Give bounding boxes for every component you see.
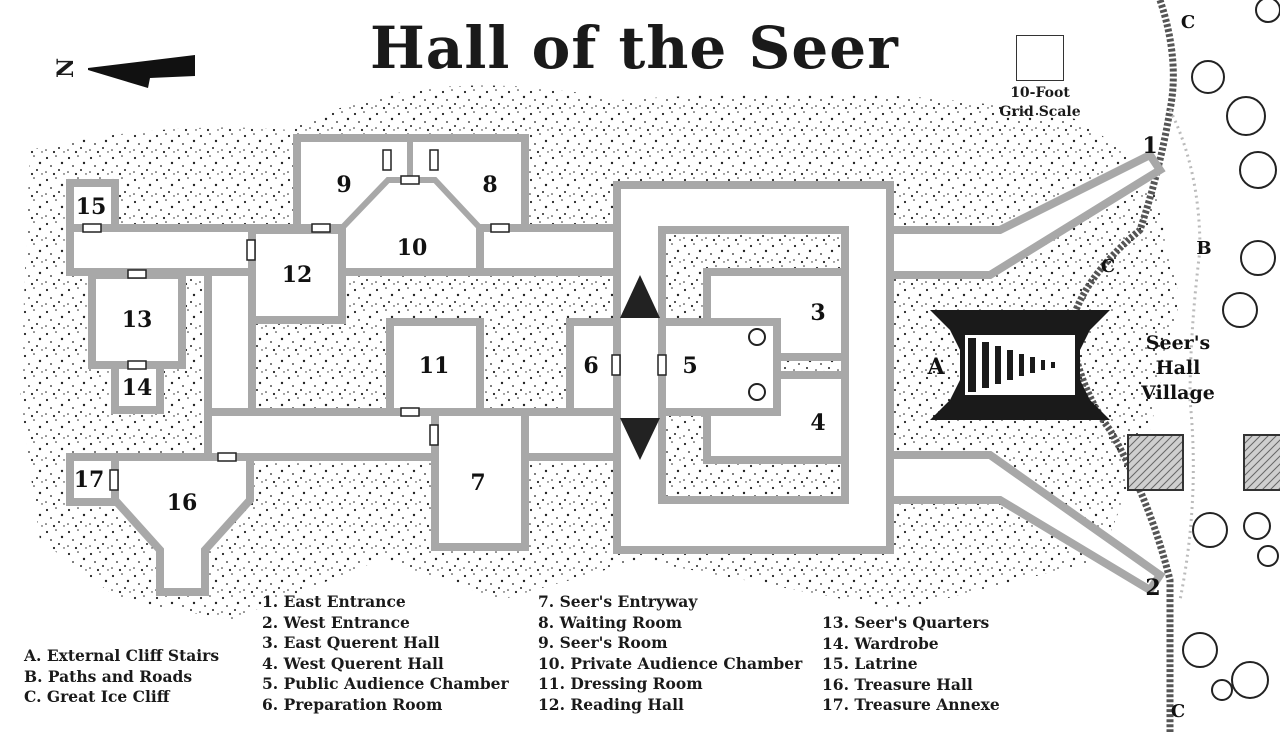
road [1168, 109, 1202, 601]
legend-rooms-col3: 13. Seer's Quarters 14. Wardrobe 15. Lat… [822, 613, 1000, 716]
village-label-line3: Village [1140, 382, 1215, 404]
legend-item: 7. Seer's Entryway [538, 592, 698, 611]
legend-item: 12. Reading Hall [538, 694, 684, 714]
legend-features: A. External Cliff Stairs B. Paths and Ro… [24, 646, 219, 708]
room-13-label: 13 [122, 307, 153, 333]
feature-b-label: B [1196, 238, 1211, 259]
pillars [748, 328, 766, 401]
legend-item: A. External Cliff Stairs [24, 646, 220, 665]
room-11-label: 11 [419, 353, 450, 379]
map-title: Hall of the Seer [370, 14, 899, 82]
room-8-label: 8 [482, 172, 497, 198]
legend-item: 3. East Querent Hall [262, 633, 440, 653]
legend-item: 2. West Entrance [262, 612, 410, 632]
legend-item: 15. Latrine [822, 654, 918, 674]
legend-item: C. Great Ice Cliff [24, 687, 170, 707]
room-17-label: 17 [74, 467, 105, 493]
village-label-line1: Seer's [1146, 332, 1210, 354]
room-14-label: 14 [122, 375, 153, 401]
legend-item: 8. Waiting Room [538, 612, 683, 632]
legend-item: 5. Public Audience Chamber [262, 674, 509, 694]
room-3-label: 3 [810, 300, 825, 326]
legend-item: 14. Wardrobe [822, 633, 939, 653]
legend-item: 4. West Querent Hall [262, 653, 444, 673]
legend-item: 16. Treasure Hall [822, 674, 973, 694]
room-4-label: 4 [810, 410, 825, 436]
scale-label-line1: 10-Foot [1010, 85, 1070, 101]
stair-triangles [620, 275, 660, 460]
room-6-label: 6 [583, 353, 598, 379]
feature-c-label-mid: C [1101, 256, 1115, 277]
room-9-label: 9 [336, 172, 351, 198]
feature-c-label-top: C [1181, 12, 1195, 33]
legend-item: 10. Private Audience Chamber [538, 653, 803, 673]
trees [1182, 0, 1280, 701]
legend-item: 6. Preparation Room [262, 694, 443, 714]
external-stairs [930, 310, 1110, 420]
room-15-label: 15 [76, 194, 107, 220]
room-16-label: 16 [167, 490, 198, 516]
room-2-label: 2 [1145, 575, 1160, 601]
legend-item: 1. East Entrance [262, 592, 406, 611]
room-12-label: 12 [282, 262, 313, 288]
legend-item: 13. Seer's Quarters [822, 613, 990, 632]
room-5-label: 5 [682, 353, 697, 379]
village-houses [1127, 434, 1280, 491]
legend-item: 11. Dressing Room [538, 674, 703, 694]
room-10-label: 10 [397, 235, 428, 261]
legend-item: B. Paths and Roads [24, 666, 193, 686]
feature-c-label-bottom: C [1171, 701, 1185, 722]
legend-rooms-col1: 1. East Entrance 2. West Entrance 3. Eas… [262, 592, 509, 716]
room-1-label: 1 [1142, 133, 1157, 159]
feature-a-label: A [926, 354, 945, 380]
legend-item: 17. Treasure Annexe [822, 695, 1000, 715]
dungeon-rooms [66, 134, 1166, 596]
legend-item: 9. Seer's Room [538, 633, 668, 653]
north-arrow [88, 55, 195, 88]
doors [82, 149, 667, 491]
legend-rooms-col2: 7. Seer's Entryway 8. Waiting Room 9. Se… [538, 592, 802, 716]
scale-square [1016, 35, 1064, 81]
room-labels: 1 2 3 4 5 6 7 8 9 10 11 12 13 14 15 16 1… [74, 12, 1215, 722]
north-letter: N [53, 57, 80, 79]
village-label-line2: Hall [1156, 357, 1201, 379]
scale-label: 10-Foot Grid Scale [990, 84, 1090, 122]
scale-label-line2: Grid Scale [999, 104, 1081, 120]
room-7-label: 7 [470, 470, 485, 496]
